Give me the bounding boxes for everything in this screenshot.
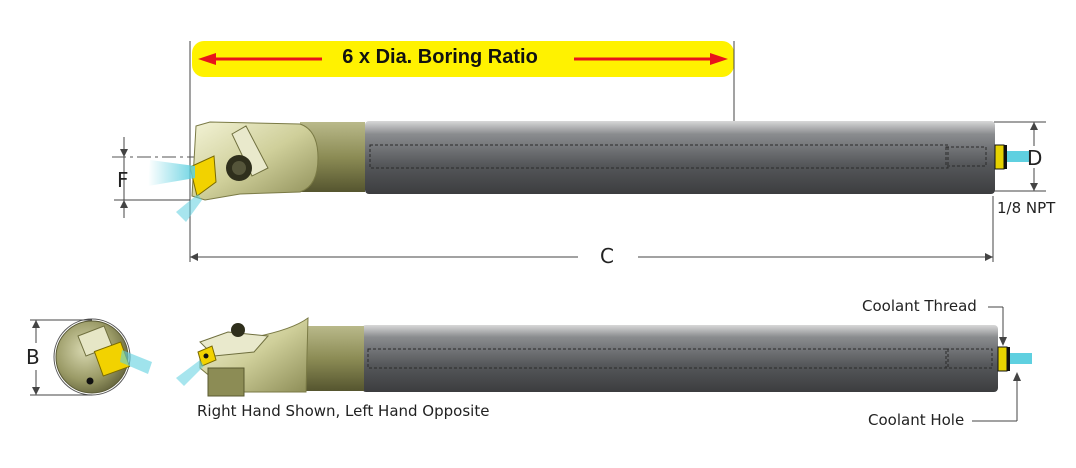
coolant-channel-top (369, 144, 949, 169)
coolant-thread-arrow (999, 337, 1007, 346)
f-arrow-bottom (120, 200, 128, 208)
dim-label-f: F (117, 168, 129, 192)
hand-note: Right Hand Shown, Left Hand Opposite (197, 402, 490, 420)
coolant-bore-bottom (945, 348, 993, 369)
banner-title: 6 x Dia. Boring Ratio (342, 46, 538, 68)
coolant-bore-top (945, 146, 987, 167)
coolant-fitting-cap-bottom (1007, 347, 1010, 371)
boring-ratio-banner (192, 41, 734, 77)
insert-top (189, 155, 217, 197)
c-arrow-right (985, 253, 993, 261)
banner-arrow-right-head (710, 53, 728, 65)
coolant-thread-label: Coolant Thread (862, 297, 977, 315)
coolant-jet-top-2 (176, 194, 202, 222)
end-view-coolant-jet (120, 350, 152, 374)
f-arrow-top (120, 149, 128, 157)
head-block-bottom (207, 367, 245, 397)
end-view-hole (86, 377, 94, 385)
coolant-hole-arrow (1013, 372, 1021, 381)
npt-label: 1/8 NPT (997, 199, 1056, 217)
clamp-screw-bottom (231, 323, 245, 337)
b-arrow-top (32, 320, 40, 328)
coolant-jet-top-1 (148, 160, 195, 186)
coolant-channel-bottom (367, 348, 949, 369)
shank-top (365, 121, 995, 194)
dim-label-c: C (600, 244, 614, 268)
dim-label-b: B (26, 345, 40, 369)
coolant-stream-top (1007, 151, 1029, 162)
d-arrow-top (1030, 122, 1038, 130)
coolant-hole-label: Coolant Hole (868, 411, 965, 429)
banner-background (192, 41, 734, 77)
neck-bottom (306, 326, 364, 391)
c-arrow-left (190, 253, 198, 261)
coolant-fitting-bottom (997, 346, 1008, 372)
d-arrow-bottom (1030, 183, 1038, 191)
clamp-screw-inner-top (232, 161, 246, 175)
insert-hole-bottom (203, 353, 209, 359)
coolant-fitting-top (994, 144, 1005, 170)
shank-bottom (362, 325, 998, 392)
b-arrow-bottom (32, 387, 40, 395)
banner-arrow-left-head (198, 53, 216, 65)
end-view (30, 318, 152, 396)
coolant-stream-bottom (1010, 353, 1032, 364)
coolant-fitting-cap-top (1004, 145, 1007, 169)
dim-label-d: D (1027, 146, 1043, 170)
coolant-jet-bottom (176, 360, 204, 386)
